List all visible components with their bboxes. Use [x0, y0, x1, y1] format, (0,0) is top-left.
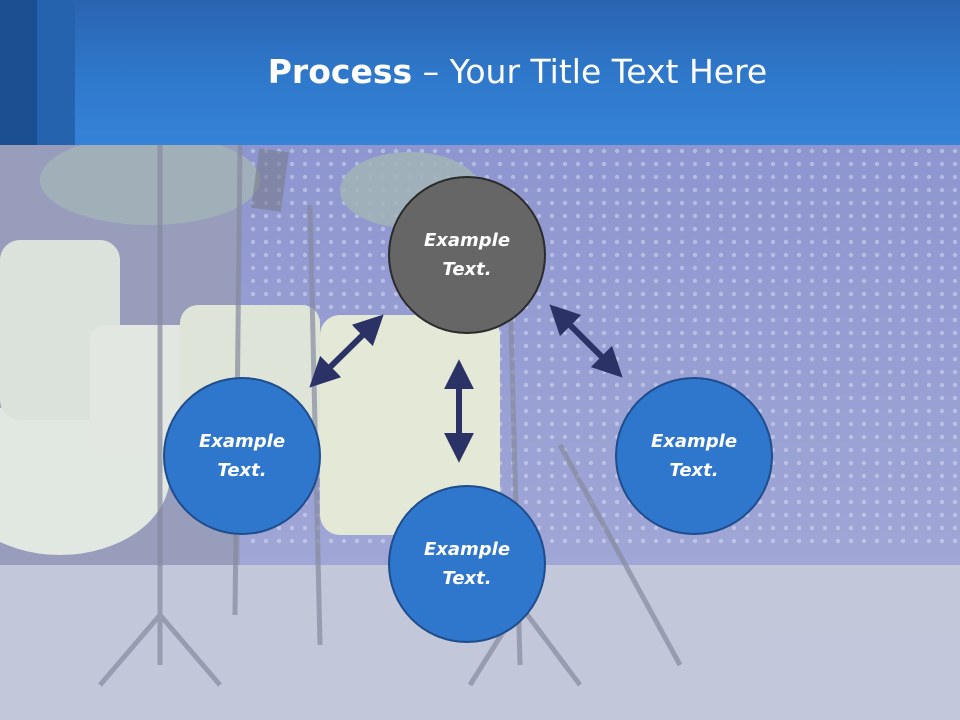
- header-stripe-dark: [0, 0, 37, 145]
- node-top-line2: Text.: [442, 259, 492, 280]
- node-left-line1: Example: [198, 431, 286, 452]
- arrow-top-left: [309, 314, 384, 388]
- node-top-line1: Example: [423, 230, 511, 251]
- node-bottom-line1: Example: [423, 539, 511, 560]
- node-left-line2: Text.: [217, 460, 267, 481]
- node-bottom-line2: Text.: [442, 568, 492, 589]
- node-right-line1: Example: [650, 431, 738, 452]
- header-band: Process – Your Title Text Here: [0, 0, 960, 145]
- node-right-line2: Text.: [669, 460, 719, 481]
- arrow-top-right: [549, 304, 623, 378]
- header-stripe-mid: [37, 0, 75, 145]
- title-bold: Process: [267, 52, 413, 91]
- title-rest: – Your Title Text Here: [412, 52, 768, 91]
- slide-title: Process – Your Title Text Here: [75, 52, 960, 91]
